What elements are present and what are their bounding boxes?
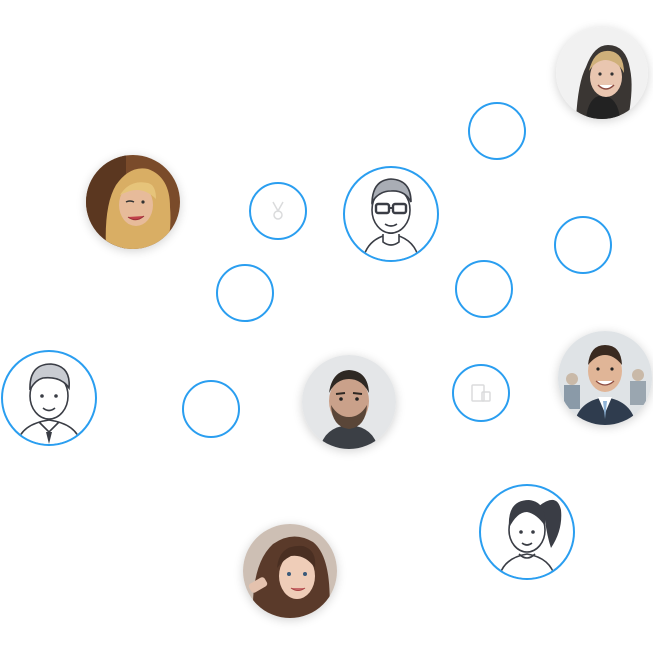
empty-ring-1 — [468, 102, 526, 160]
avatar-photo-woman-brunette — [243, 524, 337, 618]
avatar-photo-woman-blonde — [86, 155, 180, 249]
device-icon — [471, 384, 491, 402]
avatar-sketch-man-glasses — [343, 166, 439, 262]
avatar-photo-woman-smiling — [556, 27, 648, 119]
award-icon — [270, 201, 286, 221]
avatar-photo-man-bearded — [302, 355, 396, 449]
empty-ring-device — [452, 364, 510, 422]
empty-ring-2 — [554, 216, 612, 274]
avatar-sketch-woman-ponytail — [479, 484, 575, 580]
avatar-photo-man-suit — [558, 331, 652, 425]
empty-ring-award — [249, 182, 307, 240]
empty-ring-4 — [455, 260, 513, 318]
empty-ring-5 — [182, 380, 240, 438]
avatar-sketch-man-tie — [1, 350, 97, 446]
empty-ring-3 — [216, 264, 274, 322]
